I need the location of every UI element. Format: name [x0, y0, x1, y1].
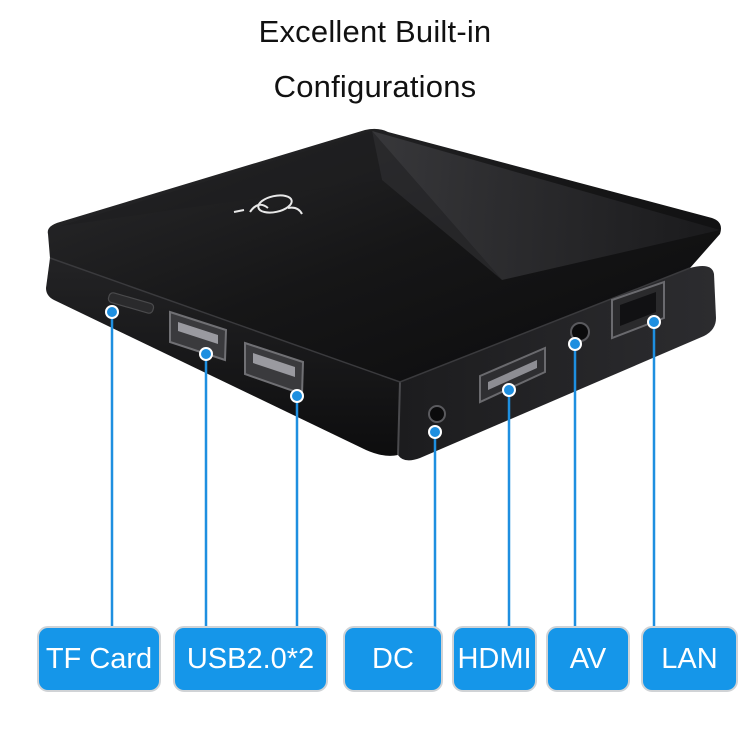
hdmi-port [479, 346, 546, 404]
leader-dots [105, 305, 661, 439]
label-tf-card: TF Card [37, 626, 161, 692]
label-hdmi: HDMI [452, 626, 537, 692]
label-av: AV [546, 626, 630, 692]
tf-card-slot [107, 292, 155, 314]
headline-line-2: Configurations [273, 69, 477, 104]
dc-port [428, 405, 446, 423]
lan-port [611, 280, 665, 340]
label-lan: LAN [641, 626, 738, 692]
headline-line-1: Excellent Built-in [258, 14, 492, 49]
brand-logo-emblem [233, 194, 303, 215]
device-body [46, 128, 721, 461]
label-dc: DC [343, 626, 443, 692]
usb-port-1 [169, 310, 228, 362]
leader-lines [110, 312, 656, 628]
label-usb: USB2.0*2 [173, 626, 328, 692]
